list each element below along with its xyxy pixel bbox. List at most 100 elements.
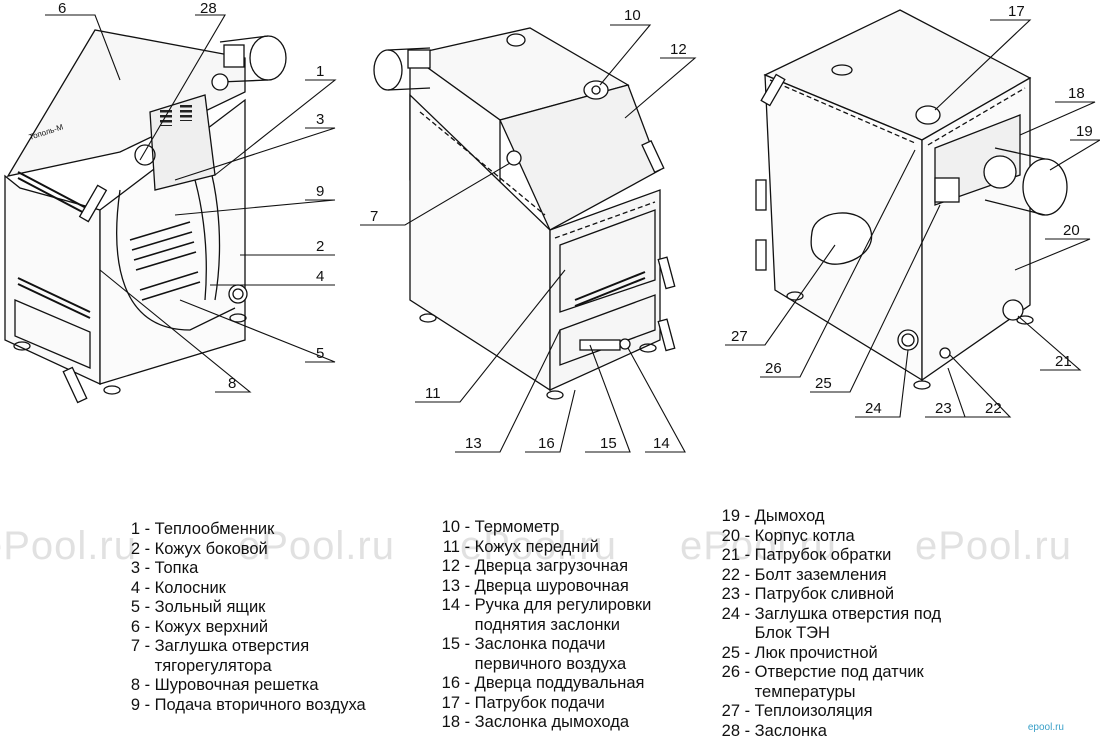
- legend-dash: -: [740, 585, 755, 603]
- legend-item: 27 - Теплоизоляция: [700, 702, 941, 722]
- legend-item: 9 - Подача вторичного воздуха: [112, 696, 366, 716]
- legend-item: 15 - Заслонка подачи первичного воздуха: [420, 635, 651, 674]
- legend-label: Патрубок сливной: [754, 585, 895, 603]
- legend-number: 9: [130, 695, 140, 714]
- legend-number: 19: [721, 507, 740, 525]
- callout-4: 4: [316, 268, 324, 285]
- legend-number: 5: [130, 598, 140, 616]
- legend-number: 26: [721, 663, 740, 681]
- boiler-cutaway-view: Тополь-М: [4, 29, 287, 404]
- legend-number: 2: [130, 539, 140, 558]
- legend-label: Кожух передний: [474, 537, 599, 556]
- callout-labels: 1 2 3 4 5 6 7 8 9 10 11 12 13 14 15 16 1…: [58, 0, 1093, 452]
- legend-dash: -: [140, 539, 155, 558]
- legend-number: 4: [130, 578, 140, 597]
- callout-6: 6: [58, 0, 66, 17]
- callout-15: 15: [600, 435, 617, 452]
- legend-number: 20: [721, 526, 740, 545]
- legend-dash: -: [140, 520, 155, 538]
- legend-number: 28: [721, 721, 740, 740]
- legend-label: Топка: [154, 559, 199, 577]
- legend-item: 4 - Колосник: [112, 579, 366, 599]
- legend-number: 22: [721, 565, 740, 584]
- callout-20: 20: [1063, 222, 1080, 239]
- legend-dash: -: [460, 537, 475, 556]
- callout-24: 24: [865, 400, 882, 417]
- legend-label: Отверстие под датчик температуры: [754, 663, 924, 701]
- callout-7: 7: [370, 208, 378, 225]
- legend-label: Заглушка отверстия тягорегулятора: [154, 637, 310, 675]
- legend-dash: -: [740, 643, 755, 662]
- legend-dash: -: [460, 635, 475, 653]
- legend-label: Подача вторичного воздуха: [154, 695, 366, 714]
- legend-label: Дверца поддувальная: [474, 674, 645, 692]
- legend-dash: -: [740, 604, 755, 623]
- legend-item: 18 - Заслонка дымохода: [420, 713, 651, 733]
- legend-item: 8 - Шуровочная решетка: [112, 676, 366, 696]
- legend-item: 19 - Дымоход: [700, 507, 941, 527]
- legend-label: Дверца шуровочная: [474, 576, 629, 595]
- legend-dash: -: [140, 637, 155, 655]
- legend-number: 3: [130, 559, 140, 577]
- legend-number: 10: [441, 518, 460, 536]
- callout-22: 22: [985, 400, 1002, 417]
- legend-dash: -: [460, 576, 475, 595]
- legend-label: Зольный ящик: [154, 598, 266, 616]
- callout-9: 9: [316, 183, 324, 200]
- callout-13: 13: [465, 435, 482, 452]
- legend-dash: -: [740, 546, 755, 564]
- callout-12: 12: [670, 41, 687, 58]
- legend-dash: -: [740, 565, 755, 584]
- legend-item: 6 - Кожух верхний: [112, 618, 366, 638]
- legend-number: 13: [441, 576, 460, 595]
- legend-label: Кожух боковой: [154, 539, 268, 558]
- legend-item: 25 - Люк прочистной: [700, 644, 941, 664]
- legend-item: 11 - Кожух передний: [420, 538, 651, 558]
- legend-number: 21: [721, 546, 740, 564]
- legend-dash: -: [740, 721, 755, 740]
- legend-dash: -: [140, 578, 155, 597]
- legend-number: 25: [721, 643, 740, 662]
- callout-14: 14: [653, 435, 670, 452]
- legend-number: 11: [442, 537, 460, 556]
- callout-27: 27: [731, 328, 748, 345]
- legend-number: 18: [441, 713, 460, 731]
- legend-label: Дымоход: [754, 507, 825, 525]
- legend-item: 1 - Теплообменник: [112, 520, 366, 540]
- legend-label: Кожух верхний: [154, 617, 269, 636]
- legend-item: 21 - Патрубок обратки: [700, 546, 941, 566]
- watermark: ePool.ru: [680, 524, 837, 568]
- legend-number: 1: [130, 520, 140, 538]
- legend-label: Колосник: [154, 578, 226, 597]
- legend-number: 8: [130, 676, 140, 694]
- callout-18: 18: [1068, 85, 1085, 102]
- legend-dash: -: [740, 526, 755, 545]
- legend-label: Термометр: [474, 518, 560, 536]
- legend-item: 10 - Термометр: [420, 518, 651, 538]
- watermark: ePool.ru: [460, 524, 617, 568]
- leader-lines: [45, 14, 1100, 453]
- callout-21: 21: [1055, 353, 1072, 370]
- legend-number: 6: [130, 617, 140, 636]
- legend-item: 13 - Дверца шуровочная: [420, 577, 651, 597]
- legend-dash: -: [460, 713, 475, 731]
- legend-dash: -: [140, 598, 155, 616]
- callout-1: 1: [316, 63, 324, 80]
- legend-dash: -: [460, 518, 475, 536]
- legend-item: 24 - Заглушка отверстия под Блок ТЭН: [700, 604, 942, 644]
- legend-label: Люк прочистной: [754, 643, 878, 662]
- callout-11: 11: [425, 385, 441, 402]
- callout-16: 16: [538, 435, 555, 452]
- legend-label: Заглушка отверстия под Блок ТЭН: [754, 604, 942, 643]
- callout-28: 28: [200, 0, 217, 17]
- legend-label: Патрубок обратки: [754, 546, 892, 564]
- legend-item: 26 - Отверстие под датчик температуры: [700, 663, 941, 702]
- legend-dash: -: [740, 663, 755, 681]
- legend-label: Шуровочная решетка: [154, 676, 319, 694]
- callout-5: 5: [316, 345, 324, 362]
- watermark: ePool.ru: [0, 524, 137, 568]
- legend-dash: -: [140, 559, 155, 577]
